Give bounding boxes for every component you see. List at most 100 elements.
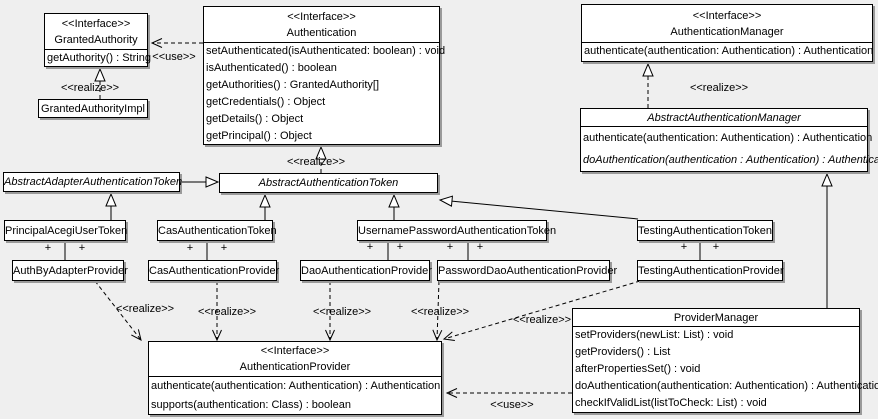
class-header: PasswordDaoAuthenticationProvider: [438, 261, 618, 280]
method-list: authenticate(authentication: Authenticat…: [149, 377, 441, 415]
method: setProviders(newList: List) : void: [575, 329, 734, 341]
method: getDetails() : Object: [206, 113, 304, 125]
class-password-dao-authentication-provider: PasswordDaoAuthenticationProvider: [437, 260, 618, 281]
method: getCredentials() : Object: [206, 96, 326, 108]
class-header: AbstractAuthenticationToken: [220, 174, 437, 192]
edge-gen-testing: [438, 195, 639, 220]
class-authentication-provider: <<Interface>> AuthenticationProvider aut…: [148, 341, 442, 415]
class-header: UsernamePasswordAuthenticationToken: [358, 221, 556, 240]
class-authentication: <<Interface>> Authentication setAuthenti…: [203, 6, 446, 145]
realize-label: <<realize>>: [312, 306, 372, 318]
stereotype: <<Interface>>: [287, 10, 356, 23]
method: getPrincipal() : Object: [206, 130, 312, 142]
class-auth-by-adapter-provider: AuthByAdapterProvider: [12, 260, 128, 281]
association-plus: +: [712, 241, 720, 253]
class-authentication-manager: <<Interface>> AuthenticationManager auth…: [581, 4, 873, 62]
class-abstract-authentication-token: AbstractAuthenticationToken: [219, 173, 438, 193]
class-header: ProviderManager: [573, 309, 859, 327]
class-header: <<Interface>> GrantedAuthority: [45, 14, 147, 50]
method: afterPropertiesSet() : void: [575, 363, 701, 375]
class-header: AbstractAdapterAuthenticationToken: [4, 173, 183, 191]
class-cas-authentication-token: CasAuthenticationToken: [157, 220, 277, 241]
class-header: <<Interface>> AuthenticationManager: [582, 5, 872, 43]
class-header: <<Interface>> AuthenticationProvider: [149, 342, 441, 377]
edge-realize-passworddaoprovider: [432, 280, 443, 342]
class-name: AuthenticationProvider: [239, 361, 351, 373]
class-testing-authentication-provider: TestingAuthenticationProvider: [637, 260, 784, 281]
class-cas-authentication-provider: CasAuthenticationProvider: [148, 260, 280, 281]
stereotype: <<Interface>>: [692, 9, 762, 22]
method: supports(authentication: Class) : boolea…: [151, 399, 351, 411]
realize-label: <<realize>>: [197, 306, 257, 318]
stereotype: <<Interface>>: [260, 345, 330, 357]
method: isAuthenticated() : boolean: [206, 62, 337, 74]
class-abstract-authentication-manager: AbstractAuthenticationManager authentica…: [580, 108, 878, 172]
class-granted-authority-impl: GrantedAuthorityImpl: [38, 99, 148, 118]
realize-label: <<realize>>: [286, 156, 346, 168]
class-name: PrincipalAcegiUserToken: [5, 224, 128, 237]
use-label: <<use>>: [152, 51, 196, 63]
class-name: CasAuthenticationToken: [158, 224, 277, 237]
association-plus: +: [446, 241, 454, 253]
method-list: setAuthenticated(isAuthenticated: boolea…: [204, 43, 446, 145]
edge-realize-testingprovider: [442, 280, 641, 341]
realize-label: <<realize>>: [689, 82, 749, 94]
use-label: <<use>>: [490, 399, 534, 411]
method-list: authenticate(authentication: Authenticat…: [582, 43, 874, 60]
class-dao-authentication-provider: DaoAuthenticationProvider: [300, 260, 432, 281]
class-name: DaoAuthenticationProvider: [301, 264, 432, 277]
class-header: TestingAuthenticationProvider: [638, 261, 784, 280]
class-name: AbstractAuthenticationManager: [647, 111, 801, 124]
method: getProviders() : List: [575, 346, 671, 358]
class-name: Authentication: [286, 26, 357, 39]
class-principal-acegi-user-token: PrincipalAcegiUserToken: [4, 220, 128, 241]
stereotype: <<Interface>>: [61, 17, 131, 30]
class-abstract-adapter-authentication-token: AbstractAdapterAuthenticationToken: [3, 172, 183, 192]
class-header: AbstractAuthenticationManager: [581, 109, 867, 127]
class-name: AbstractAuthenticationToken: [258, 177, 399, 189]
class-header: DaoAuthenticationProvider: [301, 261, 432, 280]
class-header: <<Interface>> Authentication: [204, 7, 439, 43]
method: getAuthority() : String: [47, 52, 151, 64]
class-name: CasAuthenticationProvider: [149, 264, 280, 277]
association-plus: +: [186, 242, 194, 254]
method: setAuthenticated(isAuthenticated: boolea…: [206, 45, 446, 57]
class-name: GrantedAuthorityImpl: [41, 102, 145, 115]
realize-label: <<realize>>: [115, 303, 175, 315]
class-name: TestingAuthenticationToken: [638, 224, 772, 237]
method: doAuthentication(authentication: Authent…: [575, 380, 878, 392]
association-plus: +: [680, 241, 688, 253]
class-header: CasAuthenticationToken: [158, 221, 277, 240]
class-name: AuthByAdapterProvider: [13, 264, 128, 277]
class-header: PrincipalAcegiUserToken: [5, 221, 128, 240]
realize-label: <<realize>>: [60, 82, 120, 94]
method: authenticate(authentication: Authenticat…: [151, 380, 441, 392]
method: authenticate(authentication: Authenticat…: [583, 132, 873, 144]
class-provider-manager: ProviderManager setProviders(newList: Li…: [572, 308, 878, 413]
class-name: PasswordDaoAuthenticationProvider: [438, 264, 618, 277]
association-plus: +: [476, 241, 484, 253]
method: checkIfValidList(listToCheck: List) : vo…: [575, 397, 767, 409]
class-username-password-authentication-token: UsernamePasswordAuthenticationToken: [357, 220, 556, 241]
class-name: GrantedAuthority: [54, 33, 138, 46]
association-plus: +: [396, 241, 404, 253]
method-list: setProviders(newList: List) : void getPr…: [573, 327, 878, 412]
class-name: AuthenticationManager: [670, 25, 784, 38]
method: authenticate(authentication: Authenticat…: [584, 45, 874, 57]
class-header: CasAuthenticationProvider: [149, 261, 280, 280]
association-plus: +: [366, 241, 374, 253]
realize-label: <<realize>>: [512, 314, 572, 326]
class-name: ProviderManager: [673, 311, 759, 324]
class-granted-authority: <<Interface>> GrantedAuthority getAuthor…: [44, 13, 151, 67]
method: doAuthentication(authentication : Authen…: [583, 154, 878, 166]
association-plus: +: [44, 242, 52, 254]
realize-label: <<realize>>: [410, 306, 470, 318]
method-list: authenticate(authentication: Authenticat…: [581, 127, 878, 171]
method-list: getAuthority() : String: [45, 50, 151, 66]
class-testing-authentication-token: TestingAuthenticationToken: [637, 220, 773, 241]
class-name: TestingAuthenticationProvider: [638, 264, 784, 277]
class-name: AbstractAdapterAuthenticationToken: [4, 176, 183, 188]
method: getAuthorities() : GrantedAuthority[]: [206, 79, 380, 91]
